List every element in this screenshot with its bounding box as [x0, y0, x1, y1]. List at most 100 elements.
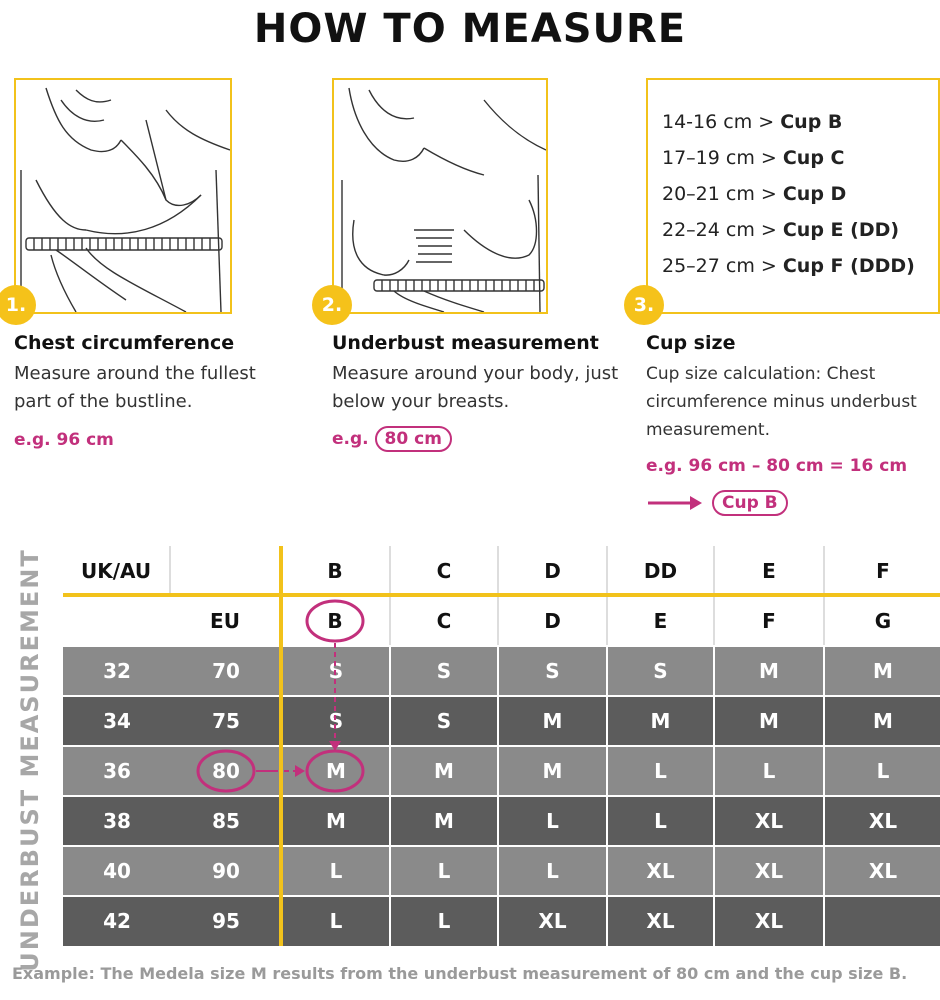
- size-cell: M: [823, 696, 940, 746]
- step-2-description: Measure around your body, just below you…: [332, 363, 619, 412]
- step-1-title: Chest circumference: [14, 332, 235, 354]
- uk-band-cell: 34: [63, 696, 171, 746]
- size-cell: XL: [823, 796, 940, 846]
- step-2-example: e.g. 80 cm: [332, 426, 452, 452]
- step-1-badge: 1.: [0, 285, 36, 325]
- step-2-title: Underbust measurement: [332, 332, 599, 354]
- size-cell: L: [389, 896, 497, 946]
- eu-cup-header: C: [389, 596, 497, 646]
- header-blank: [63, 596, 171, 646]
- step-2-example-value: 80 cm: [374, 426, 452, 452]
- size-cell: S: [497, 646, 606, 696]
- row-divider: [63, 745, 940, 747]
- eu-cup-header: G: [823, 596, 940, 646]
- size-cell: M: [281, 796, 389, 846]
- size-cell: L: [281, 896, 389, 946]
- cup-size-row: 17–19 cm > Cup C: [662, 147, 845, 169]
- eu-cup-header: E: [606, 596, 713, 646]
- uk-cup-header: E: [713, 546, 823, 596]
- size-cell: XL: [606, 896, 713, 946]
- size-cell: XL: [823, 846, 940, 896]
- uk-cup-header: F: [823, 546, 940, 596]
- uk-band-cell: 38: [63, 796, 171, 846]
- size-cell: S: [281, 646, 389, 696]
- step-3-title: Cup size: [646, 332, 736, 354]
- size-cell: L: [389, 846, 497, 896]
- size-cell: XL: [713, 896, 823, 946]
- size-cell: M: [606, 696, 713, 746]
- cup-size-row: 22–24 cm > Cup E (DD): [662, 219, 900, 241]
- step-3-badge: 3.: [624, 285, 664, 325]
- size-cell: S: [389, 646, 497, 696]
- size-cell: M: [823, 646, 940, 696]
- size-cell: M: [389, 746, 497, 796]
- row-divider: [63, 645, 940, 647]
- cup-size-row: 20–21 cm > Cup D: [662, 183, 847, 205]
- size-cell: L: [497, 796, 606, 846]
- size-cell: XL: [497, 896, 606, 946]
- uk-au-header: UK/AU: [63, 546, 171, 596]
- arrow-right-icon: [648, 496, 702, 510]
- chest-illustration-panel: [14, 78, 232, 314]
- size-cell: S: [606, 646, 713, 696]
- page-title: HOW TO MEASURE: [253, 6, 687, 52]
- step-1-example: e.g. 96 cm: [14, 430, 114, 450]
- size-cell: XL: [606, 846, 713, 896]
- uk-band-cell: 42: [63, 896, 171, 946]
- size-cell: M: [281, 746, 389, 796]
- eu-cup-header: F: [713, 596, 823, 646]
- eu-header: EU: [171, 596, 281, 646]
- chest-measure-illustration: [20, 87, 230, 312]
- underbust-illustration-panel: [332, 78, 548, 314]
- eu-cup-header: B: [281, 596, 389, 646]
- step-1-description: Measure around the fullest part of the b…: [14, 363, 256, 412]
- uk-band-cell: 40: [63, 846, 171, 896]
- size-cell: [823, 896, 940, 946]
- step-3-result: Cup B: [646, 490, 788, 516]
- row-divider: [63, 795, 940, 797]
- size-cell: L: [823, 746, 940, 796]
- eu-cup-header: D: [497, 596, 606, 646]
- size-cell: S: [389, 696, 497, 746]
- size-cell: L: [713, 746, 823, 796]
- size-cell: M: [497, 746, 606, 796]
- cup-size-row: 14-16 cm > Cup B: [662, 111, 843, 133]
- step-3-description: Cup size calculation: Chest circumferenc…: [646, 364, 917, 440]
- size-cell: L: [606, 796, 713, 846]
- size-cell: S: [281, 696, 389, 746]
- header-blank: [171, 546, 281, 596]
- footer-note: Example: The Medela size M results from …: [12, 964, 908, 983]
- uk-cup-header: B: [281, 546, 389, 596]
- eu-band-cell: 95: [171, 896, 281, 946]
- uk-band-cell: 32: [63, 646, 171, 696]
- cup-size-list: 14-16 cm > Cup B 17–19 cm > Cup C 20–21 …: [662, 104, 915, 284]
- eu-band-cell: 70: [171, 646, 281, 696]
- size-cell: L: [606, 746, 713, 796]
- size-cell: M: [389, 796, 497, 846]
- eu-band-cell: 90: [171, 846, 281, 896]
- eu-band-cell: 75: [171, 696, 281, 746]
- step-2-example-prefix: e.g.: [332, 429, 369, 449]
- row-divider: [63, 695, 940, 697]
- underbust-measure-illustration: [341, 87, 546, 312]
- size-cell: XL: [713, 846, 823, 896]
- uk-band-cell: 36: [63, 746, 171, 796]
- uk-cup-header: C: [389, 546, 497, 596]
- uk-cup-header: DD: [606, 546, 713, 596]
- cup-size-row: 25–27 cm > Cup F (DDD): [662, 255, 915, 277]
- size-cell: M: [497, 696, 606, 746]
- step-3-result-badge: Cup B: [712, 490, 788, 516]
- cup-size-panel: [646, 78, 940, 314]
- size-cell: M: [713, 696, 823, 746]
- size-cell: L: [281, 846, 389, 896]
- size-cell: L: [497, 846, 606, 896]
- step-2-badge: 2.: [312, 285, 352, 325]
- step-3-example: e.g. 96 cm – 80 cm = 16 cm: [646, 456, 908, 476]
- uk-cup-header: D: [497, 546, 606, 596]
- row-divider: [63, 895, 940, 897]
- eu-band-cell: 80: [171, 746, 281, 796]
- size-cell: XL: [713, 796, 823, 846]
- size-cell: M: [713, 646, 823, 696]
- underbust-axis-label: UNDERBUST MEASUREMENT: [16, 548, 44, 972]
